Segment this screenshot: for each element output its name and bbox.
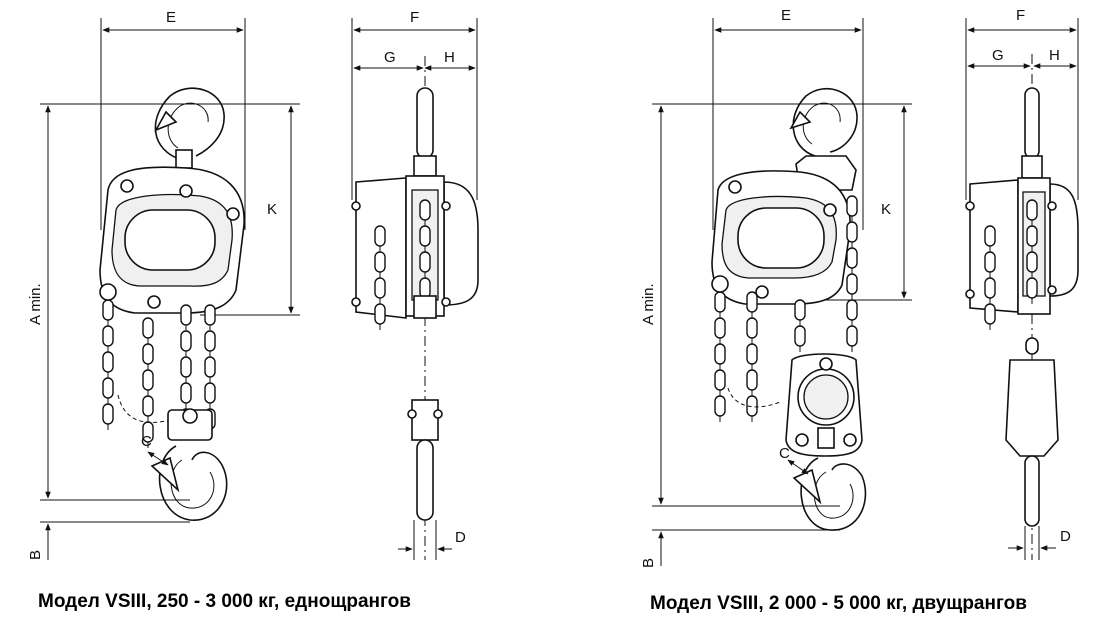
caption-double-fall: Модел VSIII, 2 000 - 5 000 кг, двущранго… xyxy=(650,593,1027,614)
label-h: H xyxy=(444,49,455,66)
label-f: F xyxy=(410,9,419,26)
caption-single-fall: Модел VSIII, 250 - 3 000 кг, еднощрангов xyxy=(38,591,411,612)
left-side-view: F G H D xyxy=(351,9,479,560)
right-front-view: E K A min. B xyxy=(640,7,912,568)
left-front-view: E K A min. B xyxy=(27,9,300,560)
label-b: B xyxy=(640,558,657,568)
label-a-min: A min. xyxy=(27,283,44,325)
label-k: K xyxy=(267,201,277,218)
label-f: F xyxy=(1016,7,1025,24)
label-e: E xyxy=(781,7,791,24)
label-e: E xyxy=(166,9,176,26)
label-a-min: A min. xyxy=(640,283,657,325)
label-h: H xyxy=(1049,47,1060,64)
label-c: C xyxy=(779,445,790,462)
label-b: B xyxy=(27,550,44,560)
label-g: G xyxy=(992,47,1004,64)
label-d: D xyxy=(455,529,466,546)
label-g: G xyxy=(384,49,396,66)
label-c: C xyxy=(141,433,152,450)
label-k: K xyxy=(881,201,891,218)
right-side-view: F G H D xyxy=(965,7,1079,560)
label-d: D xyxy=(1060,528,1071,545)
